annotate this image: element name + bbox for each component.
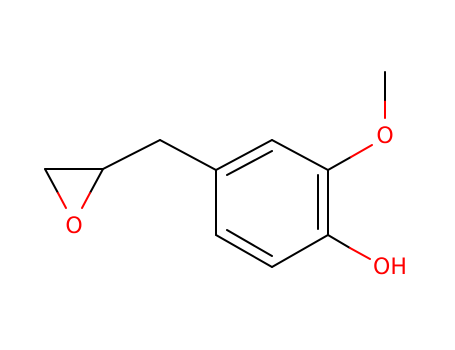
methylene-linker <box>102 139 217 171</box>
bond-ring-5 <box>215 234 273 268</box>
bond-ch2-ring <box>159 139 217 171</box>
bond-ring-4 <box>271 234 329 268</box>
hydroxyl-group: OH <box>327 234 407 280</box>
bond-epoxide-c1-o <box>44 168 59 194</box>
bond-epoxide-c2-o-red <box>81 192 91 209</box>
bond-ring-1 <box>215 139 273 171</box>
benzene-ring <box>215 139 329 268</box>
bond-ring-1-inner <box>226 150 273 176</box>
methoxy-oxygen-label: O <box>376 124 393 149</box>
bond-epoxide-ch2 <box>102 139 161 170</box>
bond-epoxide-c2-o <box>89 168 104 194</box>
epoxide-ring: O <box>44 168 104 239</box>
bond-ring-omethoxy <box>327 156 352 171</box>
methoxy-group: O <box>327 71 394 171</box>
epoxide-oxygen-label: O <box>65 214 82 239</box>
bond-epoxide-c1-o-red <box>57 192 67 209</box>
bond-ring-oh-red <box>349 247 371 260</box>
bond-ring-omethoxy-red <box>350 144 373 158</box>
bond-ring-2 <box>271 139 329 171</box>
hydroxyl-label: OH <box>373 255 407 280</box>
bond-ring-5-inner <box>226 229 273 257</box>
bond-ring-oh <box>327 234 351 249</box>
